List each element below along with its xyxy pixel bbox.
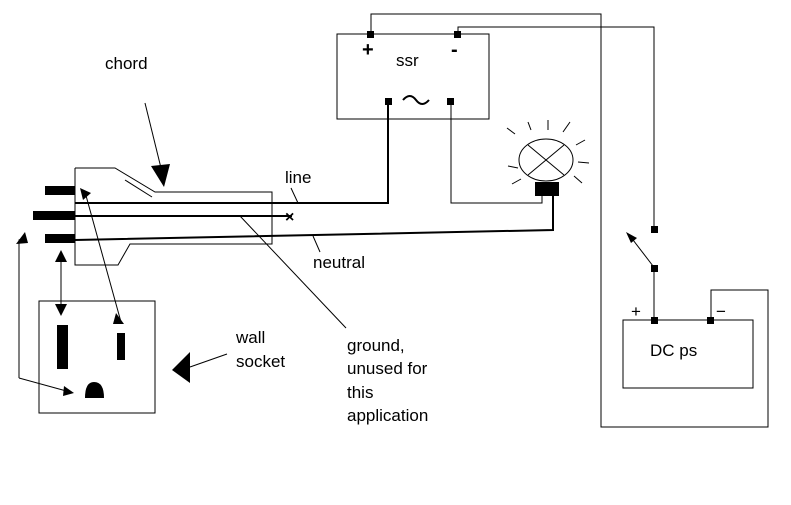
- ssr-load-terminal-2: [447, 98, 454, 105]
- arrow-head-icon: [113, 313, 124, 324]
- wall-socket-box: [38, 300, 156, 414]
- dc-ps-box: [622, 319, 754, 389]
- switch-arrow-icon: [626, 232, 637, 243]
- ground-cut-mark-icon: ×: [285, 209, 294, 226]
- ssr-label: ssr: [396, 51, 419, 70]
- ssr-box: [336, 33, 490, 120]
- arrow-head-icon: [55, 250, 67, 262]
- lamp-ray: [506, 127, 516, 135]
- lamp-cross-2: [527, 144, 565, 176]
- arrow-head-icon: [55, 304, 67, 316]
- ground-label-line-2: unused for: [347, 359, 428, 378]
- lamp-ray: [575, 139, 586, 146]
- plug-prong-neutral: [45, 234, 75, 243]
- lamp-bulb: [518, 138, 574, 182]
- ssr-minus-sign: -: [451, 39, 458, 61]
- lamp-ray: [573, 175, 583, 184]
- lamp-ray: [511, 178, 522, 185]
- cord-strain-line: [124, 179, 153, 198]
- ac-symbol-icon: [402, 95, 430, 105]
- lamp-ray: [562, 121, 571, 133]
- line-label: line: [285, 168, 311, 187]
- socket-slot-neutral: [57, 325, 68, 369]
- wall-socket-label-line-1: wall: [235, 328, 265, 347]
- dc-power-supply: + − DC ps: [622, 302, 754, 389]
- neutral-label: neutral: [313, 253, 365, 272]
- ground-label-line-3: this: [347, 383, 373, 402]
- chord-pointer-head-icon: [151, 164, 170, 187]
- arrow-head-icon: [63, 386, 74, 396]
- ground-label-line-4: application: [347, 406, 428, 425]
- dc-plus-sign: +: [631, 302, 641, 321]
- arrow-ground-to-hole: [18, 377, 71, 393]
- lamp: [506, 120, 590, 196]
- arrow-ground: [18, 237, 25, 378]
- dc-minus-sign: −: [716, 302, 726, 321]
- arrow-head-icon: [16, 232, 28, 244]
- line-pointer: [290, 187, 299, 204]
- switch-lever: [629, 235, 654, 267]
- wire-ssr-minus: [457, 26, 655, 230]
- socket-ground-hole: [85, 382, 104, 398]
- ssr-plus-sign: +: [362, 39, 374, 61]
- wall-socket: [38, 300, 156, 414]
- lamp-ray: [507, 165, 519, 169]
- wire-ssr-plus: [370, 13, 602, 188]
- lamp-ray: [527, 121, 532, 131]
- ground-label-line-1: ground,: [347, 336, 405, 355]
- neutral-pointer: [312, 235, 321, 253]
- plug-prong-line: [45, 186, 75, 195]
- ground-pointer: [239, 215, 347, 329]
- lamp-base: [535, 182, 559, 196]
- socket-slot-line: [117, 333, 125, 360]
- wire-ssr-plus-to-dc-minus: [600, 188, 769, 428]
- arrow-line: [84, 191, 122, 323]
- ssr-plus-terminal: [367, 31, 374, 38]
- ssr-minus-terminal: [454, 31, 461, 38]
- wire-ssr-to-lamp: [450, 105, 543, 204]
- lamp-ray: [577, 161, 590, 164]
- dc-plus-terminal: [651, 317, 658, 324]
- dc-ps-label: DC ps: [650, 341, 697, 360]
- ssr-load-terminal-1: [385, 98, 392, 105]
- neutral-wire: [74, 196, 554, 241]
- plug-cord-outline: [74, 167, 273, 266]
- arrow-head-icon: [80, 188, 91, 200]
- wall-socket-pointer: [189, 353, 228, 368]
- chord-pointer: [144, 102, 162, 169]
- switch-terminal-top: [651, 226, 658, 233]
- wall-socket-pointer-head-icon: [172, 352, 190, 383]
- wall-socket-label-line-2: socket: [236, 352, 285, 371]
- line-wire: [75, 105, 389, 204]
- dc-minus-terminal: [707, 317, 714, 324]
- plug-prong-ground: [33, 211, 75, 220]
- ssr-relay: ssr + -: [336, 31, 490, 120]
- chord-label: chord: [105, 54, 148, 73]
- switch-terminal-bottom: [651, 265, 658, 272]
